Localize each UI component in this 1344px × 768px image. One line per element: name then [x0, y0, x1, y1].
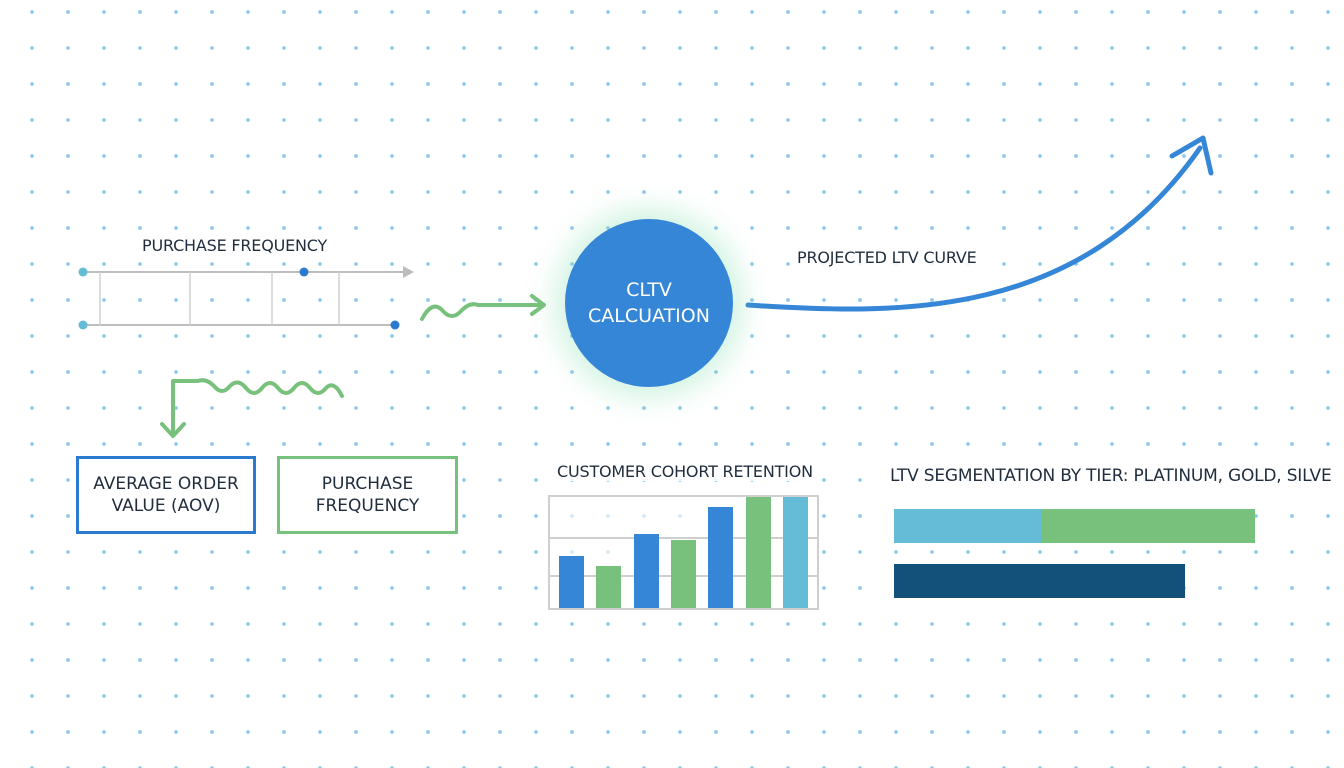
pf-line1: PURCHASE [321, 474, 414, 494]
aov-box[interactable]: AVERAGE ORDER VALUE (AOV) [76, 456, 256, 534]
segment-bar-platinum [894, 509, 1041, 543]
cohort-bar-7 [782, 497, 808, 608]
projected-ltv-curve-label: PROJECTED LTV CURVE [797, 248, 977, 267]
aov-line2: VALUE (AOV) [111, 496, 221, 516]
timeline-dot [390, 320, 400, 330]
cohort-bar-6 [745, 497, 771, 608]
timeline-dot [78, 267, 88, 277]
purchase-frequency-box[interactable]: PURCHASE FREQUENCY [277, 456, 458, 534]
cltv-line2: CALCUATION [588, 305, 710, 327]
arrowhead-icon [403, 266, 414, 278]
pf-line2: FREQUENCY [315, 496, 420, 516]
purchase-frequency-timeline [78, 266, 414, 330]
squiggle-arrow-to-cltv [420, 294, 546, 321]
cohort-bar-4 [670, 540, 696, 608]
projected-ltv-curve [745, 135, 1214, 312]
timeline-dot [78, 320, 88, 330]
cohort-bar-2 [596, 565, 622, 608]
cohort-retention-chart [548, 495, 819, 610]
segmentation-title: LTV SEGMENTATION BY TIER: PLATINUM, GOLD… [890, 466, 1332, 486]
cltv-line1: CLTV [626, 279, 672, 301]
segment-bar-silver [894, 564, 1185, 598]
timeline-dot [299, 267, 309, 277]
cohort-bar-5 [708, 507, 734, 608]
purchase-frequency-title: PURCHASE FREQUENCY [142, 236, 328, 255]
segment-bar-gold [1041, 509, 1255, 543]
aov-line1: AVERAGE ORDER [93, 474, 239, 494]
cohort-chart-title: CUSTOMER COHORT RETENTION [557, 462, 813, 481]
cohort-bar-3 [633, 533, 659, 608]
cohort-bar-1 [559, 555, 584, 608]
cltv-calculation-node[interactable]: CLTV CALCUATION [565, 219, 733, 387]
squiggle-arrow-to-aov [160, 378, 344, 438]
gridline [550, 537, 817, 539]
